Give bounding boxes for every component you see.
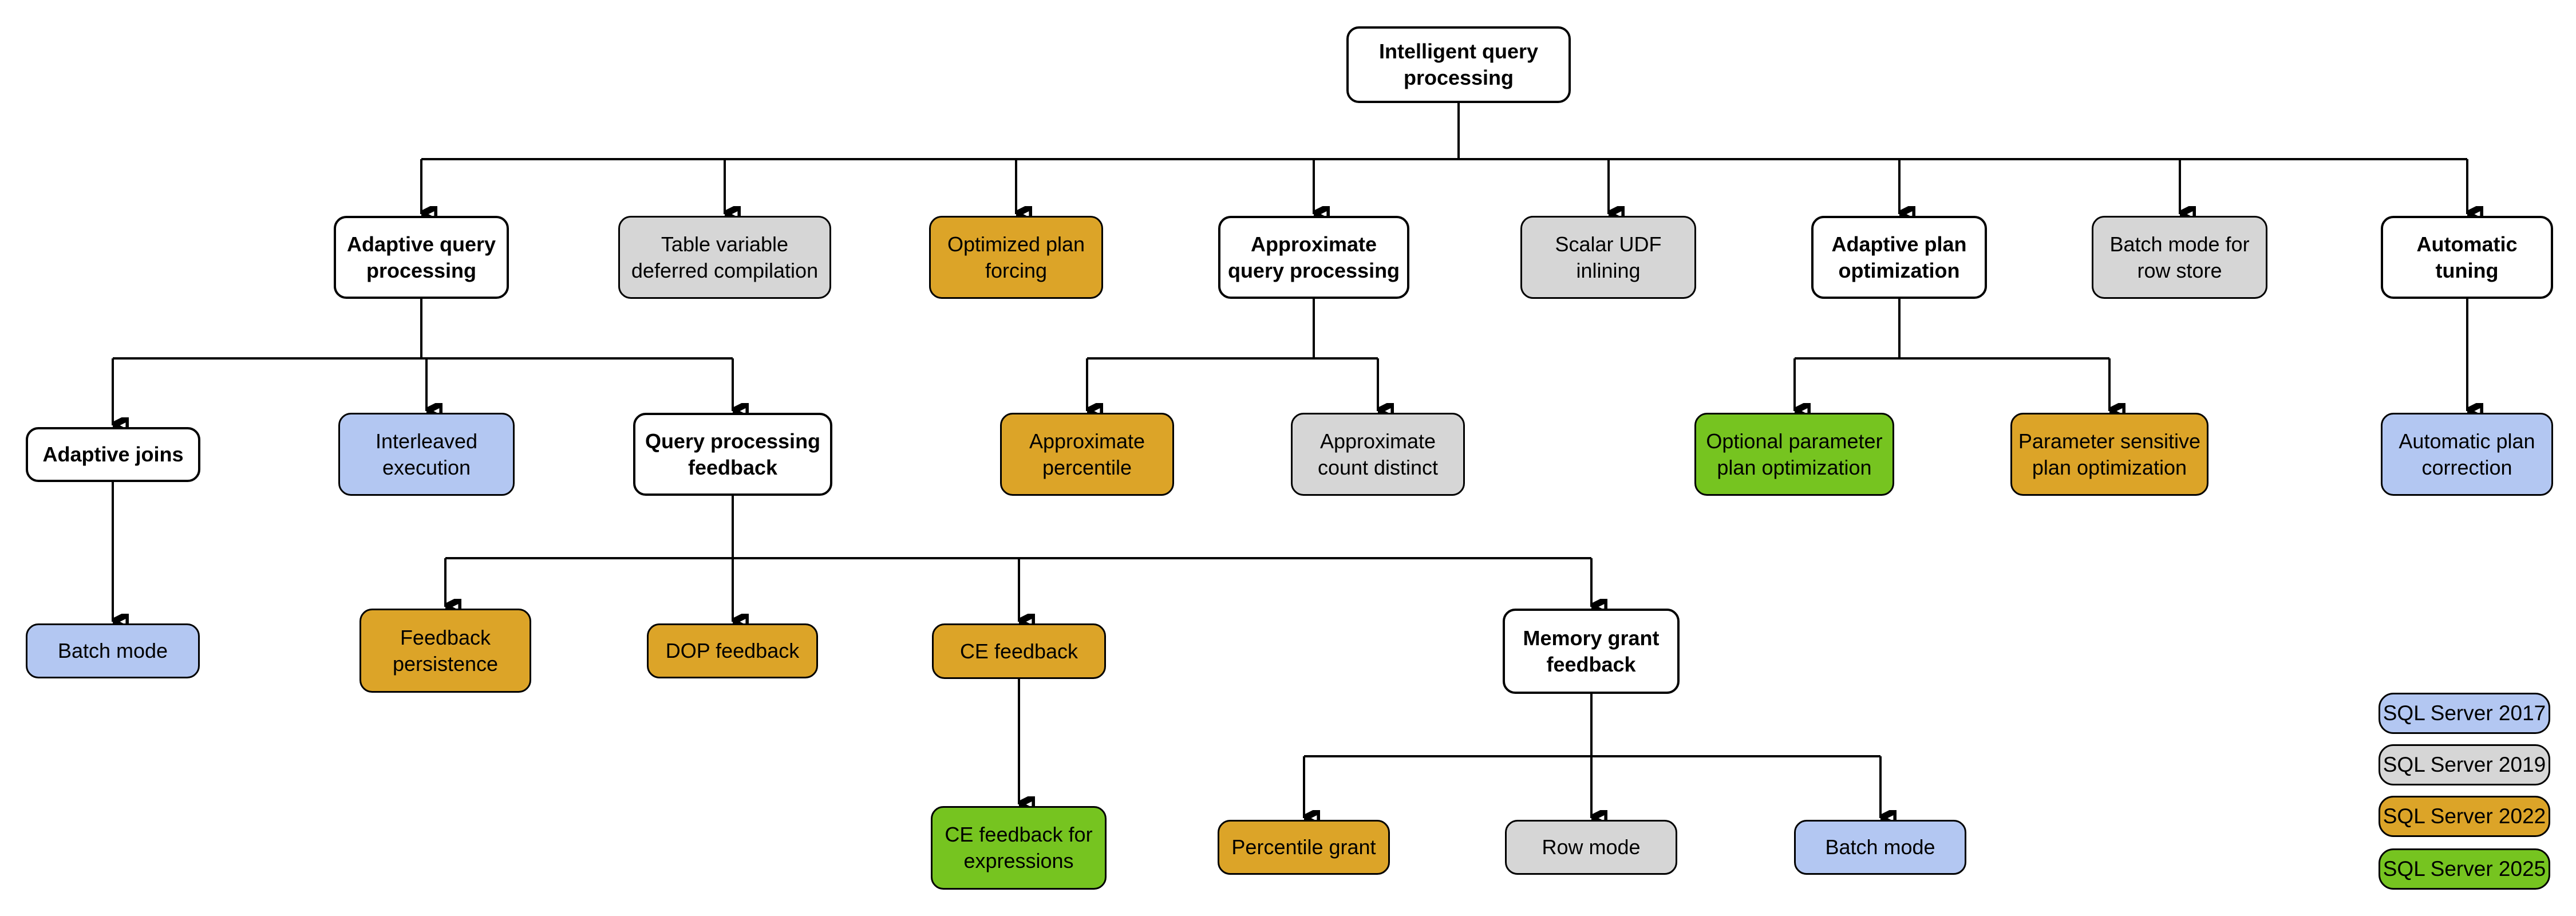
node-label: Percentile grant: [1231, 835, 1376, 859]
node-optimized-plan-forcing: Optimized plan forcing: [929, 216, 1103, 299]
node-label: CE feedback for expressions: [945, 823, 1093, 872]
legend-label: SQL Server 2022: [2383, 804, 2546, 828]
legend-label: SQL Server 2019: [2383, 753, 2546, 776]
node-automatic-plan-correction: Automatic plan correction: [2381, 413, 2553, 496]
node-label: Row mode: [1542, 835, 1641, 859]
node-parameter-sensitive-plan-optimization: Parameter sensitive plan optimization: [2010, 413, 2208, 496]
node-label: Automatic plan correction: [2399, 429, 2535, 479]
node-table-variable-deferred-compilation: Table variable deferred compilation: [618, 216, 831, 299]
node-label: Approximate query processing: [1227, 232, 1400, 282]
node-label: Feedback persistence: [392, 625, 499, 676]
node-label: Batch mode: [57, 639, 168, 662]
node-label: Approximate count distinct: [1317, 429, 1439, 479]
legend-item-sql-server-2022: SQL Server 2022: [2379, 796, 2550, 837]
node-optional-parameter-plan-optimization: Optional parameter plan optimization: [1694, 413, 1894, 496]
node-label: Batch mode: [1825, 835, 1935, 859]
legend-label: SQL Server 2017: [2383, 701, 2546, 725]
node-automatic-tuning: Automatic tuning: [2381, 216, 2553, 299]
node-ce-feedback-for-expressions: CE feedback for expressions: [931, 806, 1107, 890]
node-adaptive-plan-optimization: Adaptive plan optimization: [1811, 216, 1987, 299]
node-label: Intelligent query processing: [1378, 40, 1539, 89]
node-scalar-udf-inlining: Scalar UDF inlining: [1520, 216, 1696, 299]
node-approximate-query-processing: Approximate query processing: [1218, 216, 1409, 299]
node-label: Scalar UDF inlining: [1555, 232, 1662, 282]
node-dop-feedback: DOP feedback: [647, 623, 818, 678]
node-adaptive-query-processing: Adaptive query processing: [334, 216, 509, 299]
node-label: CE feedback: [959, 639, 1078, 663]
node-label: Batch mode for row store: [2109, 232, 2250, 282]
node-label: Automatic tuning: [2416, 232, 2518, 282]
node-label: DOP feedback: [665, 639, 800, 662]
node-label: Query processing feedback: [645, 429, 821, 479]
legend-item-sql-server-2019: SQL Server 2019: [2379, 744, 2550, 785]
node-approximate-count-distinct: Approximate count distinct: [1291, 413, 1465, 496]
node-feedback-persistence: Feedback persistence: [359, 609, 531, 693]
node-ce-feedback: CE feedback: [932, 623, 1106, 679]
node-batch-mode-2: Batch mode: [1794, 820, 1966, 875]
legend-item-sql-server-2025: SQL Server 2025: [2379, 848, 2550, 890]
node-label: Table variable deferred compilation: [631, 232, 819, 282]
legend-label: SQL Server 2025: [2383, 857, 2546, 881]
node-label: Optimized plan forcing: [947, 232, 1085, 282]
node-batch-mode-for-row-store: Batch mode for row store: [2092, 216, 2267, 299]
node-memory-grant-feedback: Memory grant feedback: [1503, 609, 1680, 694]
node-batch-mode: Batch mode: [26, 623, 200, 678]
node-percentile-grant: Percentile grant: [1218, 820, 1390, 875]
node-label: Approximate percentile: [1029, 429, 1145, 479]
node-row-mode: Row mode: [1505, 820, 1677, 875]
node-adaptive-joins: Adaptive joins: [26, 427, 200, 482]
node-label: Adaptive plan optimization: [1831, 232, 1967, 282]
node-label: Optional parameter plan optimization: [1706, 429, 1883, 479]
node-interleaved-execution: Interleaved execution: [338, 413, 515, 496]
legend-item-sql-server-2017: SQL Server 2017: [2379, 693, 2550, 734]
node-label: Memory grant feedback: [1523, 626, 1660, 676]
node-label: Adaptive joins: [42, 443, 184, 466]
node-query-processing-feedback: Query processing feedback: [633, 413, 832, 496]
node-label: Parameter sensitive plan optimization: [2018, 429, 2201, 479]
node-approximate-percentile: Approximate percentile: [1000, 413, 1174, 496]
node-label: Interleaved execution: [375, 429, 478, 479]
node-label: Adaptive query processing: [346, 232, 496, 282]
node-intelligent-query-processing: Intelligent query processing: [1346, 26, 1571, 103]
